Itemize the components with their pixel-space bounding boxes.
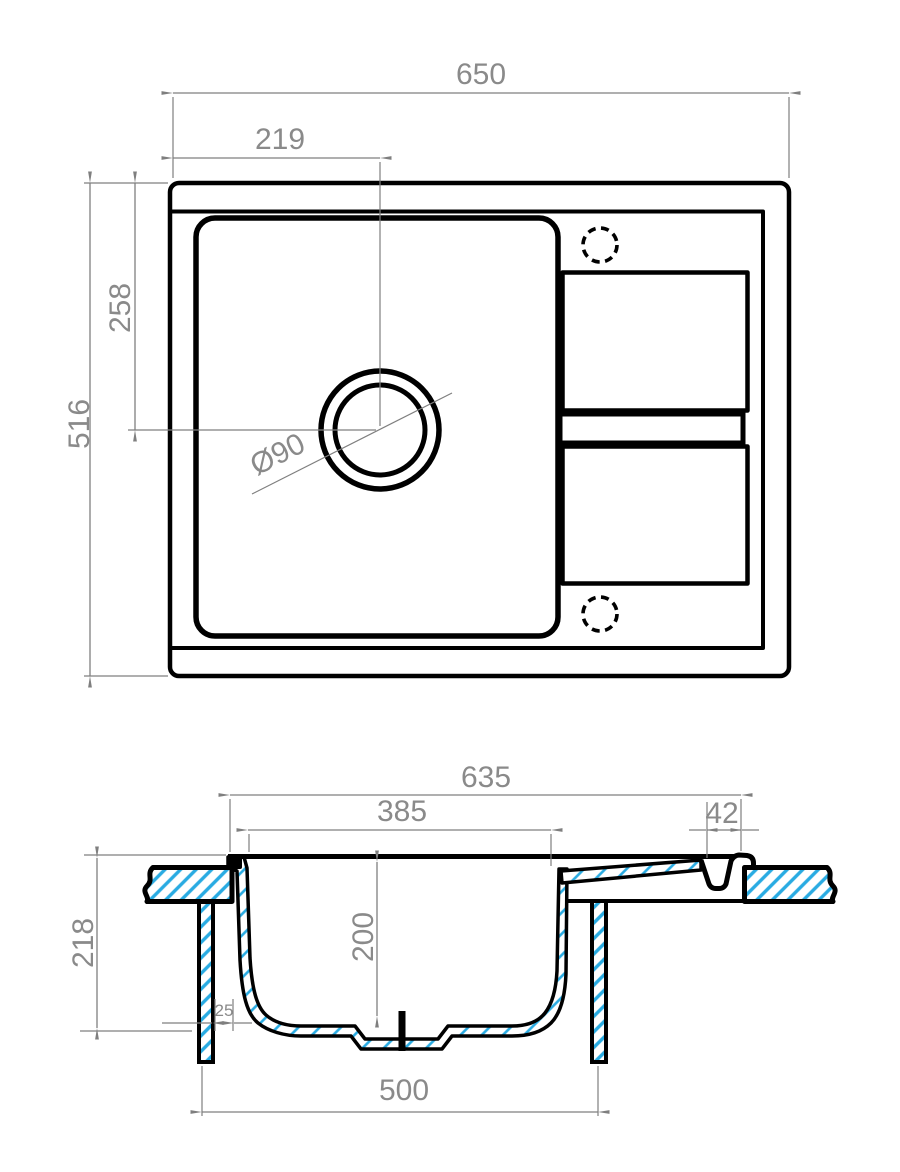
cabinet-panel-right <box>590 899 608 1064</box>
drainer-lower-panel <box>560 444 750 586</box>
bowl-wall-section <box>226 855 569 1051</box>
dim-label-drain-diameter: Ø90 <box>245 427 311 482</box>
dim-label-overall-width: 650 <box>456 58 506 91</box>
dim-label-drain-offset-x: 219 <box>255 123 305 156</box>
tap-hole-bottom-dashed-circle <box>581 595 619 633</box>
dim-label-bottom-offset: 25 <box>215 1001 234 1020</box>
dim-label-overall-height: 218 <box>67 918 100 968</box>
drainer-ledge-bar <box>557 411 746 446</box>
top-view: 650 219 516 258 Ø90 <box>63 58 801 688</box>
countertop-section-right <box>742 865 838 904</box>
section-view: 635 385 42 218 200 25 500 <box>67 761 838 1116</box>
countertop-section-left <box>142 865 235 904</box>
section-view-dimensions: 635 385 42 218 200 25 500 <box>67 761 759 1116</box>
dim-label-drain-offset-y: 258 <box>104 283 137 333</box>
dim-label-overall-depth: 516 <box>63 399 96 449</box>
bowl-outline <box>193 215 561 639</box>
dim-label-bowl-depth: 200 <box>347 912 380 962</box>
drain-leader-line <box>251 392 453 495</box>
drainer-upper-panel <box>560 270 750 413</box>
dim-label-drainer-edge: 42 <box>705 797 738 830</box>
drip-groove-profile <box>698 852 756 891</box>
rim-left-cap <box>227 856 242 869</box>
top-view-dimensions: 650 219 516 258 Ø90 <box>63 58 801 688</box>
dim-label-bowl-top-width: 385 <box>377 795 427 828</box>
cabinet-panel-left <box>197 899 215 1064</box>
drainer-slab-section <box>559 858 703 885</box>
tap-hole-top-dashed-circle <box>581 226 619 264</box>
dim-label-base-width: 500 <box>379 1074 429 1107</box>
sink-rim-line <box>170 209 765 650</box>
dim-label-section-width: 635 <box>461 761 511 794</box>
